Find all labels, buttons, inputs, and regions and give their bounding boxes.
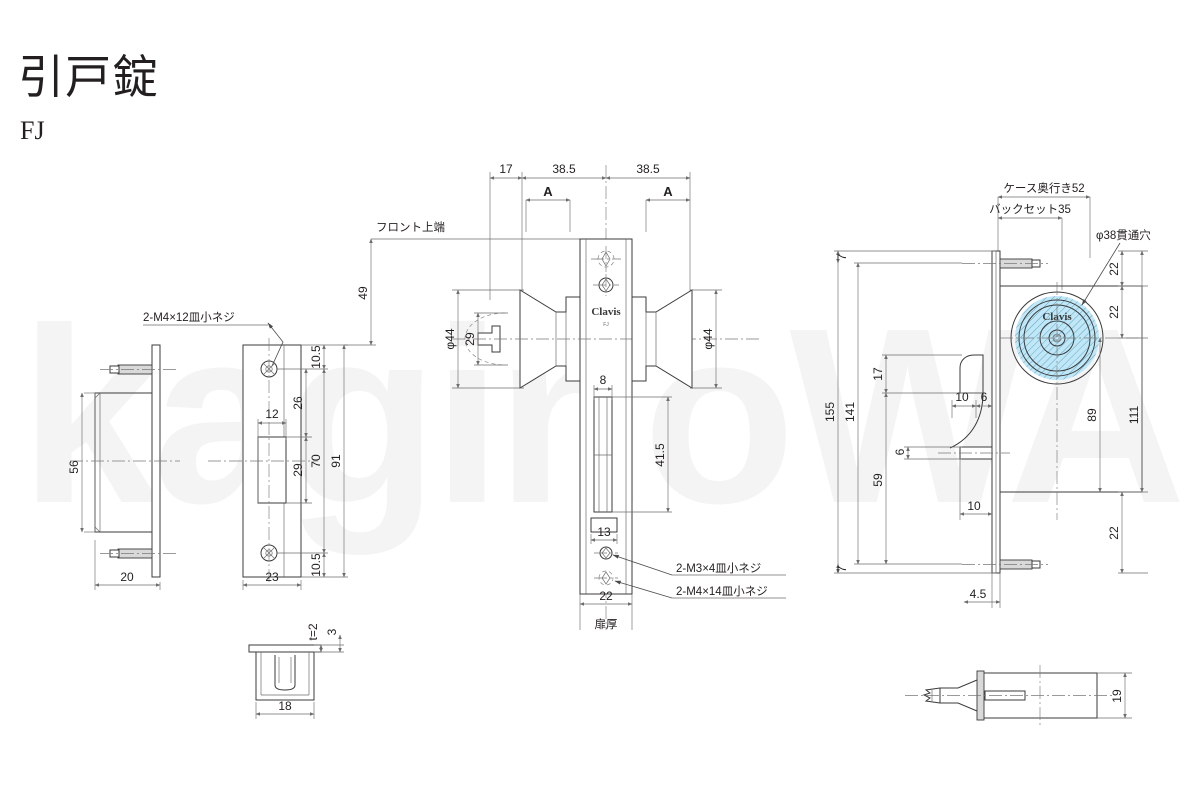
dim-20: 20	[120, 570, 134, 584]
callout-m3x4: 2-M3×4皿小ネジ	[612, 554, 786, 576]
dim-22-door: 22	[599, 589, 613, 603]
label-m4x12: 2-M4×12皿小ネジ	[143, 311, 235, 324]
dim-105-bottom: 10.5	[309, 553, 323, 577]
dim-22-mid: 22	[1107, 305, 1121, 319]
dim-19: 19	[1110, 689, 1124, 703]
dim-70: 70	[309, 454, 323, 468]
front-plate-fixing-mid	[593, 274, 619, 296]
dim-8: 8	[600, 373, 607, 387]
strike-plate-side-view: 56 20	[67, 344, 180, 590]
brand-model-front: FJ	[603, 322, 609, 328]
dim-105-top: 10.5	[309, 345, 323, 369]
lock-case-view: ケース奥行き52 バックセット35	[823, 181, 1151, 608]
dim-7-top: 7	[835, 253, 849, 260]
dim-415: 41.5	[653, 443, 667, 467]
dim-49: 49	[356, 286, 370, 300]
dim-t2: t=2	[306, 623, 320, 640]
strike-plate-front-view: 2-M4×12皿小ネジ 10.5 26 12 29 70	[143, 221, 580, 590]
label-door-thickness: 扉厚	[595, 618, 618, 631]
dim-6-horiz: 6	[981, 390, 988, 404]
cylinder-assembly: Clavis	[1000, 282, 1140, 520]
section-mark-a-left: A	[543, 184, 553, 199]
dim-59: 59	[871, 473, 885, 487]
label-case-depth: ケース奥行き52	[1003, 181, 1084, 195]
dim-29-strike: 29	[291, 463, 305, 477]
knob-left	[452, 289, 760, 389]
brand-name-cylinder: Clavis	[1042, 311, 1072, 323]
dim-13: 13	[597, 525, 611, 539]
dim-18: 18	[278, 699, 292, 713]
brand-name-front: Clavis	[591, 306, 621, 318]
dim-29-knob: 29	[463, 332, 477, 346]
dim-89: 89	[1085, 408, 1099, 422]
section-mark-a-right: A	[663, 184, 673, 199]
front-plate-fixing-top	[591, 246, 621, 272]
dust-box-part-view: t=2 3 18	[248, 623, 344, 719]
dim-22-bottom: 22	[1107, 526, 1121, 540]
dim-10-case: 10	[955, 390, 969, 404]
dim-26: 26	[291, 396, 305, 410]
dim-45: 4.5	[970, 587, 987, 601]
dim-141: 141	[843, 402, 857, 422]
dim-phi44-left: φ44	[443, 328, 457, 349]
front-screw-m4	[594, 570, 618, 586]
dim-7-bottom: 7	[835, 565, 849, 572]
dim-155: 155	[823, 402, 837, 422]
dim-12: 12	[265, 407, 279, 421]
dim-56: 56	[67, 460, 81, 474]
label-m3x4: 2-M3×4皿小ネジ	[676, 562, 761, 575]
page-subtitle: FJ	[20, 116, 45, 145]
label-front-top: フロント上端	[376, 221, 445, 234]
dim-phi44-right: φ44	[701, 328, 715, 349]
dim-6-case: 6	[893, 448, 907, 455]
callout-m4x12: 2-M4×12皿小ネジ	[143, 311, 284, 367]
callout-m4x14: 2-M4×14皿小ネジ	[614, 580, 786, 599]
dim-111: 111	[1127, 406, 1141, 425]
dim-385-right: 38.5	[636, 162, 660, 176]
label-backset: バックセット35	[989, 203, 1071, 216]
dim-23: 23	[265, 570, 279, 584]
cylinder-part-view: 19	[905, 665, 1132, 727]
label-phi38: φ38貫通穴	[1096, 228, 1151, 242]
dim-10: 10	[967, 499, 981, 513]
knob-assembly-view: 17 38.5 38.5 A A	[443, 162, 786, 631]
callout-phi38: φ38貫通穴	[1081, 228, 1151, 306]
knob-right	[631, 289, 693, 389]
label-m4x14: 2-M4×14皿小ネジ	[676, 585, 768, 598]
dim-385-left: 38.5	[552, 162, 576, 176]
front-screw-m3	[594, 546, 618, 560]
dim-22-top: 22	[1107, 262, 1121, 276]
dim-17: 17	[499, 162, 513, 176]
dim-3: 3	[325, 628, 339, 635]
dim-91: 91	[329, 454, 343, 468]
dim-17-case: 17	[871, 367, 885, 381]
page-title: 引戸錠	[18, 52, 159, 103]
